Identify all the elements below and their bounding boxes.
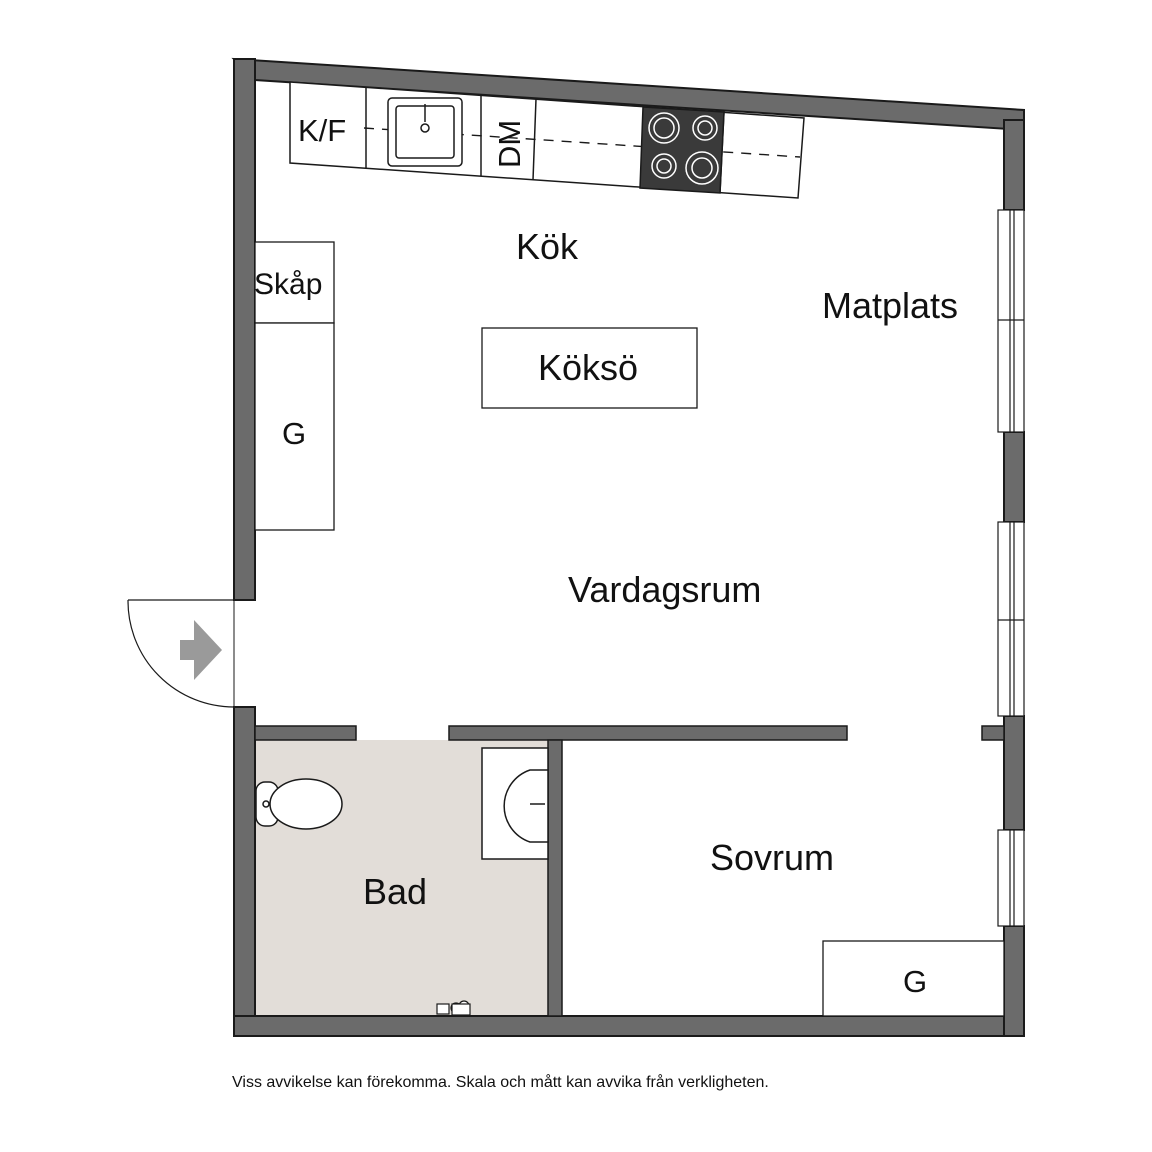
wall-left-upper [233, 58, 256, 601]
kitchen-island-label: Köksö [538, 347, 638, 388]
wardrobe-hall [254, 322, 335, 531]
toilet-icon [255, 778, 343, 830]
room-bad-label: Bad [363, 871, 427, 912]
window-vardagsrum [997, 521, 1025, 717]
kitchen-island [481, 327, 698, 409]
dishwasher-label: DM [492, 120, 527, 168]
wall-right-3 [1003, 715, 1025, 831]
left-cabinets [254, 241, 335, 531]
wardrobe-sovrum [822, 940, 1005, 1017]
wall-bath-top-right [448, 725, 848, 741]
wardrobe-sovrum-label: G [903, 964, 927, 999]
floor-drain-icon [436, 1000, 471, 1016]
room-kok-label: Kök [516, 226, 579, 267]
wall-bedroom-top-right [981, 725, 1005, 741]
skap-label: Skåp [254, 268, 322, 301]
disclaimer-text: Viss avvikelse kan förekomma. Skala och … [232, 1074, 769, 1091]
entry-arrow-icon [180, 620, 222, 680]
wall-bottom [233, 1015, 1025, 1037]
wall-right-4 [1003, 925, 1025, 1037]
room-vardagsrum-label: Vardagsrum [568, 569, 761, 610]
room-matplats-label: Matplats [822, 285, 958, 326]
washbasin-icon [481, 747, 549, 860]
stove-icon [639, 106, 725, 194]
fridge-freezer-label: K/F [298, 113, 346, 148]
interior-walls [254, 725, 1005, 1017]
wardrobe-hall-label: G [282, 416, 306, 451]
skap-cabinet [254, 241, 335, 324]
door-swing-icon [127, 599, 235, 708]
wall-right-1 [1003, 119, 1025, 211]
sink-icon [387, 97, 463, 167]
window-matplats [997, 209, 1025, 433]
room-sovrum-label: Sovrum [710, 837, 834, 878]
wall-right-2 [1003, 431, 1025, 523]
wall-bath-top-left [254, 725, 357, 741]
windows [997, 209, 1025, 927]
wall-left-lower [233, 706, 256, 1037]
window-sovrum [997, 829, 1025, 927]
wall-bath-bedroom [547, 739, 563, 1017]
entry-door[interactable] [127, 599, 235, 708]
